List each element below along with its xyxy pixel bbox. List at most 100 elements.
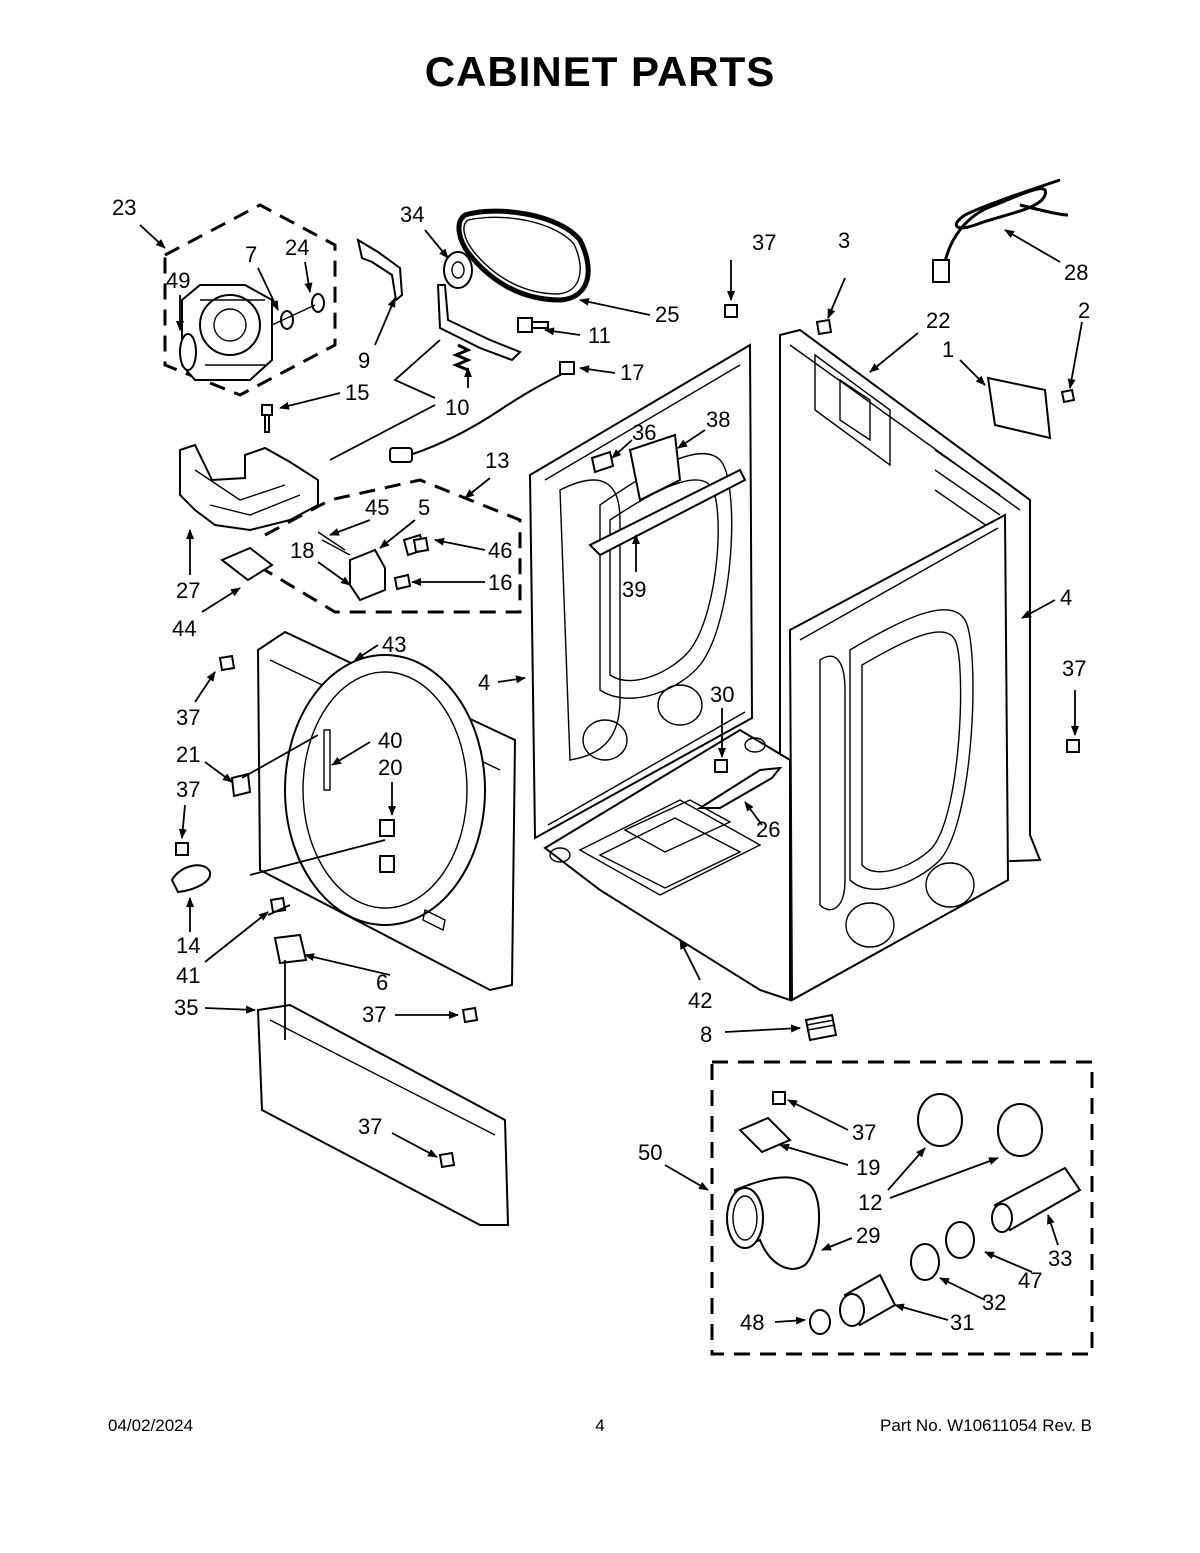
callout-21: 21 <box>176 742 200 767</box>
leader-lines <box>139 224 1083 1325</box>
callout-12: 12 <box>858 1190 882 1215</box>
callout-43: 43 <box>382 632 406 657</box>
screw-2 <box>1060 388 1076 404</box>
callout-1: 1 <box>942 337 954 362</box>
page-title: CABINET PARTS <box>424 48 776 95</box>
callout-16: 16 <box>488 570 512 595</box>
callout-35: 35 <box>174 995 198 1020</box>
callout-46: 46 <box>488 538 512 563</box>
wire-harness <box>389 361 575 463</box>
vent-hoods-12 <box>917 1093 1043 1157</box>
harness-clip-38 <box>628 433 682 502</box>
callout-27: 27 <box>176 578 200 603</box>
callout-37g: 37 <box>852 1120 876 1145</box>
callout-4a: 4 <box>478 670 490 695</box>
callout-37e: 37 <box>752 230 776 255</box>
idler-spring <box>452 343 472 372</box>
callout-37c: 37 <box>362 1002 386 1027</box>
motor-mount-detail <box>194 469 301 516</box>
idler-pulley-assembly <box>436 251 522 362</box>
callout-49: 49 <box>166 268 190 293</box>
belt-inner <box>463 216 581 295</box>
callout-3: 3 <box>838 228 850 253</box>
callout-24: 24 <box>285 235 309 260</box>
callout-44: 44 <box>172 616 196 641</box>
callout-8: 8 <box>700 1022 712 1047</box>
leveling-leg <box>804 1013 838 1042</box>
motor-mount-bracket <box>179 443 319 532</box>
front-panel <box>256 630 517 992</box>
callout-47: 47 <box>1018 1268 1042 1293</box>
vent-cover-19 <box>738 1116 792 1154</box>
callout-9: 9 <box>358 348 370 373</box>
callout-26: 26 <box>756 817 780 842</box>
callout-20: 20 <box>378 755 402 780</box>
footer-page-number: 4 <box>595 1416 605 1435</box>
callout-10: 10 <box>445 395 469 420</box>
callout-19: 19 <box>856 1155 880 1180</box>
callout-5: 5 <box>418 495 430 520</box>
callout-29: 29 <box>856 1223 880 1248</box>
door-strike-21 <box>230 772 252 798</box>
callout-38: 38 <box>706 407 730 432</box>
callout-36: 36 <box>632 420 656 445</box>
cabinet-side-panel-left <box>528 343 754 840</box>
callout-37a: 37 <box>176 705 200 730</box>
callout-28: 28 <box>1064 260 1088 285</box>
door-switch-assembly <box>317 531 426 602</box>
callout-25: 25 <box>655 302 679 327</box>
callout-50: 50 <box>638 1140 662 1165</box>
callout-7: 7 <box>245 242 257 267</box>
screw-15 <box>261 404 273 433</box>
terminal-block <box>986 376 1052 440</box>
toe-panel-edge <box>269 1019 496 1136</box>
callout-31: 31 <box>950 1310 974 1335</box>
vent-elbow <box>726 1176 821 1270</box>
callout-37f: 37 <box>1062 656 1086 681</box>
callout-22: 22 <box>926 308 950 333</box>
clip-6 <box>273 933 308 965</box>
callout-14: 14 <box>176 933 200 958</box>
vent-kit-dashed-boundary <box>710 1060 1094 1356</box>
callout-labels: 23 7 24 49 34 25 11 9 17 15 10 13 45 5 4… <box>112 195 1090 1335</box>
motor-pulley-washers <box>271 293 325 330</box>
bracket-kit-dashed-boundary <box>264 478 522 614</box>
callout-41: 41 <box>176 963 200 988</box>
footer-part-number: Part No. W10611054 Rev. B <box>880 1416 1092 1435</box>
callout-48: 48 <box>740 1310 764 1335</box>
callout-33: 33 <box>1048 1246 1072 1271</box>
clamp-14 <box>170 864 212 894</box>
callout-42: 42 <box>688 988 712 1013</box>
base-bracket-26 <box>696 766 783 809</box>
motor-clip <box>356 237 404 302</box>
cabinet-side-panel-right <box>788 513 1010 1002</box>
bracket-39 <box>588 468 747 557</box>
callout-34: 34 <box>400 202 424 227</box>
callout-2: 2 <box>1078 298 1090 323</box>
callout-13: 13 <box>485 448 509 473</box>
callout-4b: 4 <box>1060 585 1072 610</box>
callout-32: 32 <box>982 1290 1006 1315</box>
toe-panel <box>256 1003 510 1226</box>
callout-11: 11 <box>588 323 611 348</box>
connector-36 <box>590 450 615 474</box>
footer-date: 04/02/2024 <box>108 1416 194 1435</box>
callout-45: 45 <box>365 495 389 520</box>
callout-18: 18 <box>290 538 314 563</box>
info-label <box>220 546 274 582</box>
screws <box>175 304 1080 1169</box>
motor-kit-dashed-boundary <box>163 203 337 397</box>
callout-37d: 37 <box>358 1114 382 1139</box>
vent-tubes <box>809 1166 1082 1335</box>
drive-belt <box>456 208 591 303</box>
callout-17: 17 <box>620 360 644 385</box>
callout-23: 23 <box>112 195 136 220</box>
power-cord <box>932 178 1069 283</box>
shoulder-bolt <box>517 317 549 333</box>
callout-15: 15 <box>345 380 369 405</box>
callout-30: 30 <box>710 682 734 707</box>
drive-motor <box>179 284 273 381</box>
callout-6: 6 <box>376 970 388 995</box>
callout-39: 39 <box>622 577 646 602</box>
